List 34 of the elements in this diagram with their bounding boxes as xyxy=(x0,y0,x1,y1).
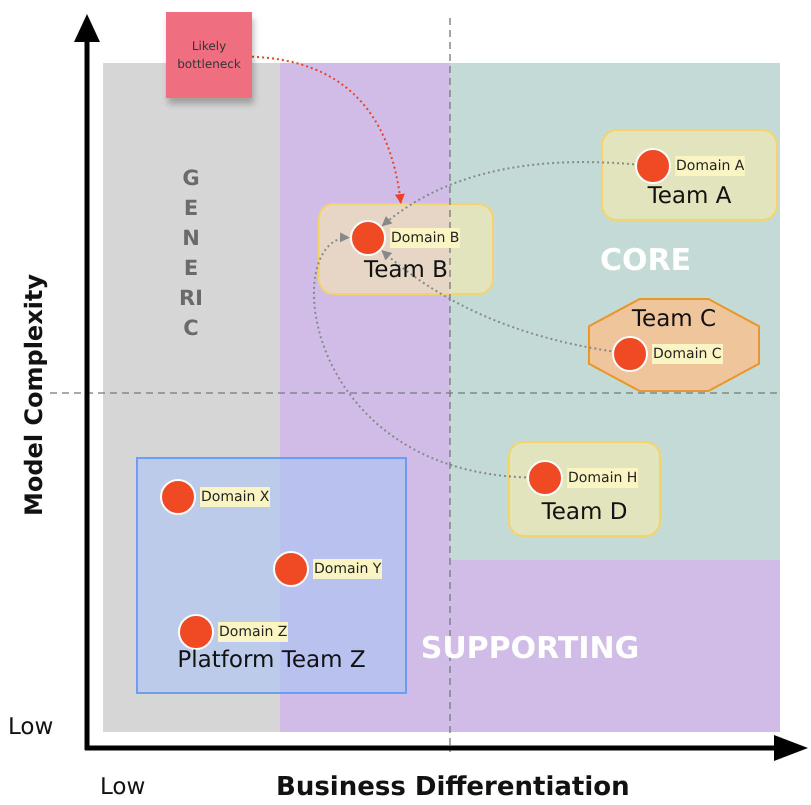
team-name: Team D xyxy=(540,499,628,525)
axis-title: Model Complexity xyxy=(20,272,48,518)
axis-title: Business Differentiation xyxy=(276,772,630,802)
domain-band xyxy=(450,63,780,560)
team-box xyxy=(508,441,661,537)
domain-label: Domain Y xyxy=(313,559,382,579)
team-box xyxy=(318,203,494,295)
axis-label: Low xyxy=(100,774,146,800)
dotted-arrow xyxy=(313,235,526,478)
axis-label: Low xyxy=(8,714,54,740)
domain-circle xyxy=(635,148,671,184)
team-name: Team B xyxy=(363,257,449,283)
note-text: Likely bottleneck xyxy=(176,38,242,73)
band-title: CORE xyxy=(600,243,690,278)
band-title: GENERIC xyxy=(179,165,203,342)
domain-circle xyxy=(527,460,563,496)
sticky-note xyxy=(166,12,252,98)
dotted-arrow xyxy=(381,250,612,352)
domain-label: Domain X xyxy=(200,487,270,507)
dotted-arrow xyxy=(252,56,404,204)
dotted-arrow xyxy=(382,161,634,226)
domain-label: Domain C xyxy=(652,344,723,364)
team-name: Team A xyxy=(646,183,732,209)
domain-band xyxy=(280,63,780,732)
team-name: Team C xyxy=(630,306,718,332)
domain-circle xyxy=(350,220,386,256)
domain-label: Domain H xyxy=(567,468,638,488)
domain-label: Domain Z xyxy=(218,622,288,642)
domain-label: Domain B xyxy=(390,228,460,248)
band-title: SUPPORTING xyxy=(420,631,640,666)
platform-team-box xyxy=(136,457,407,694)
team-name: Platform Team Z xyxy=(176,647,367,673)
domain-label: Domain A xyxy=(675,156,746,176)
team-box xyxy=(601,129,778,221)
